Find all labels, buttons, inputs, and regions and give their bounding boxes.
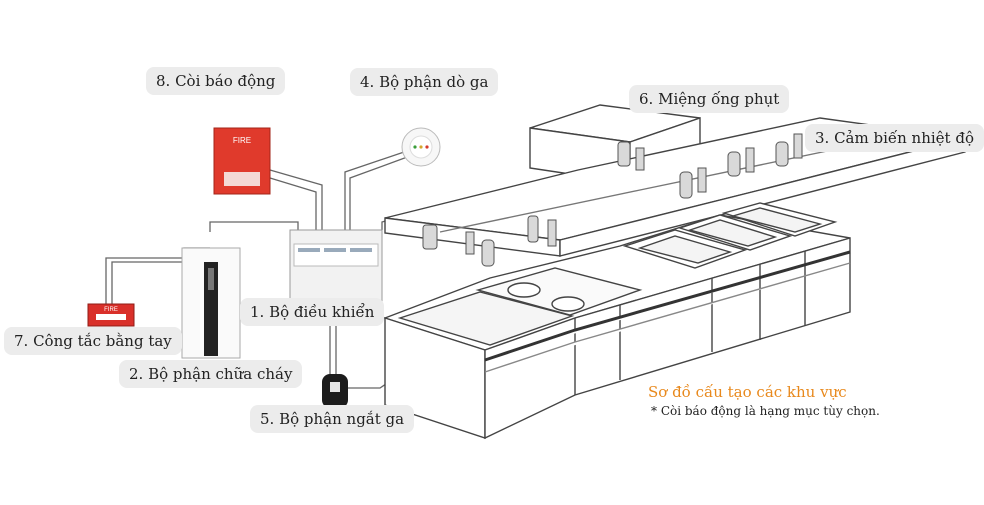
alarm-siren-icon: FIRE xyxy=(213,127,271,195)
alarm-fire-text: FIRE xyxy=(233,136,251,145)
label-gas-detector: 4. Bộ phận dò ga xyxy=(350,68,499,96)
switch-fire-text: FIRE xyxy=(104,307,118,313)
kitchen-counter xyxy=(382,202,851,440)
label-alarm: 8. Còi báo động xyxy=(146,67,286,95)
extinguisher-cabinet-icon xyxy=(181,247,241,359)
label-manual-switch: 7. Công tắc bằng tay xyxy=(4,327,182,355)
manual-fire-switch-icon: FIRE xyxy=(87,303,135,327)
gas-detector-icon xyxy=(401,127,441,167)
label-extinguisher: 2. Bộ phận chữa cháy xyxy=(119,360,303,388)
label-heat-sensor: 3. Cảm biến nhiệt độ xyxy=(805,124,984,152)
label-nozzle: 6. Miệng ống phụt xyxy=(629,85,790,113)
label-controller: 1. Bộ điều khiển xyxy=(240,298,385,326)
wiring xyxy=(105,149,411,389)
label-gas-shutoff: 5. Bộ phận ngắt ga xyxy=(250,405,415,433)
gas-shutoff-valve-icon xyxy=(322,374,348,408)
caption-title: Sơ đồ cấu tạo các khu vực xyxy=(648,383,847,401)
caption-note: * Còi báo động là hạng mục tùy chọn. xyxy=(651,404,880,418)
heat-sensors xyxy=(422,133,803,267)
exhaust-hood xyxy=(384,104,966,257)
